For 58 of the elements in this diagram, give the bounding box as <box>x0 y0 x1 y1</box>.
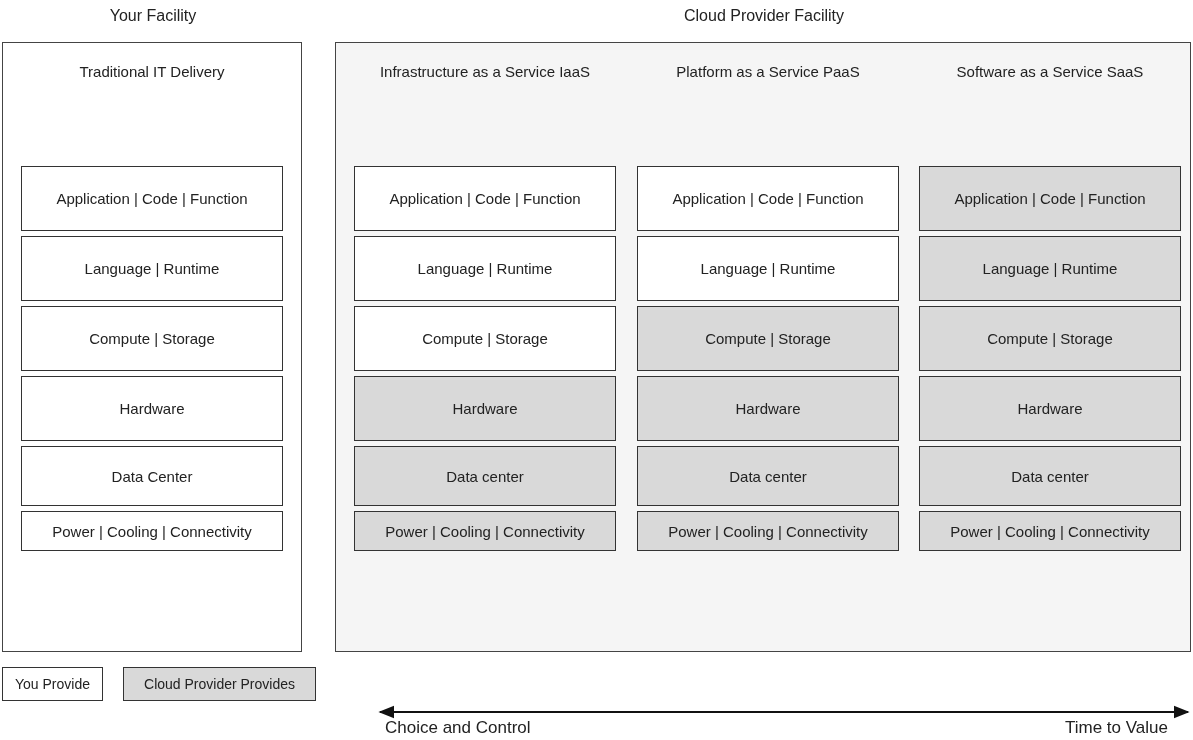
column-heading: Infrastructure as a Service IaaS <box>378 62 592 82</box>
layer-box <box>637 376 899 441</box>
layer-label: Data center <box>446 467 524 485</box>
legend-label: Cloud Provider Provides <box>144 676 295 692</box>
layer-box <box>21 376 283 441</box>
layer-box <box>354 236 616 301</box>
column-heading: Software as a Service SaaS <box>955 62 1145 82</box>
column-heading: Platform as a Service PaaS <box>675 62 861 82</box>
layer-box <box>637 511 899 551</box>
layer-label: Hardware <box>1017 400 1083 417</box>
layer-label: Language | Runtime <box>982 260 1118 277</box>
section-title: Cloud Provider Facility <box>682 7 846 25</box>
layer-label: Hardware <box>119 400 185 417</box>
axis-caption: Choice and Control <box>385 718 531 738</box>
layer-label: Power | Cooling | Connectivity <box>668 522 868 540</box>
legend-label: You Provide <box>15 676 90 692</box>
layer-label: Application | Code | Function <box>389 190 581 207</box>
layer-label: Power | Cooling | Connectivity <box>385 522 585 540</box>
layer-label: Application | Code | Function <box>672 190 864 207</box>
layer-box <box>919 166 1181 231</box>
layer-box <box>919 306 1181 371</box>
layer-label: Language | Runtime <box>84 260 220 277</box>
layer-label: Compute | Storage <box>89 330 215 347</box>
layer-box <box>354 376 616 441</box>
layer-label: Hardware <box>452 400 518 417</box>
layer-label: Language | Runtime <box>700 260 836 277</box>
layer-box <box>21 306 283 371</box>
layer-label: Compute | Storage <box>422 330 548 347</box>
layer-box <box>354 446 616 506</box>
layer-box <box>637 166 899 231</box>
layer-box <box>919 236 1181 301</box>
layer-box <box>637 306 899 371</box>
layer-box <box>637 446 899 506</box>
column-heading: Traditional IT Delivery <box>78 62 226 82</box>
layer-box <box>919 376 1181 441</box>
layer-box <box>21 511 283 551</box>
layer-label: Compute | Storage <box>987 330 1113 347</box>
layer-box <box>354 166 616 231</box>
layer-label: Compute | Storage <box>705 330 831 347</box>
layer-label: Data center <box>1011 467 1089 485</box>
section-title: Your Facility <box>108 7 198 25</box>
layer-box <box>354 306 616 371</box>
layer-label: Language | Runtime <box>417 260 553 277</box>
layer-label: Application | Code | Function <box>954 190 1146 207</box>
layer-box <box>919 446 1181 506</box>
layer-box <box>21 236 283 301</box>
layer-box <box>919 511 1181 551</box>
layer-box <box>21 166 283 231</box>
layer-label: Application | Code | Function <box>56 190 248 207</box>
layer-label: Data center <box>729 467 807 485</box>
layer-label: Data Center <box>111 467 193 485</box>
layer-label: Power | Cooling | Connectivity <box>950 522 1150 540</box>
layer-label: Hardware <box>735 400 801 417</box>
layer-box <box>637 236 899 301</box>
layer-box <box>354 511 616 551</box>
layer-box <box>21 446 283 506</box>
axis-caption: Time to Value <box>1065 718 1168 738</box>
layer-label: Power | Cooling | Connectivity <box>52 522 252 540</box>
